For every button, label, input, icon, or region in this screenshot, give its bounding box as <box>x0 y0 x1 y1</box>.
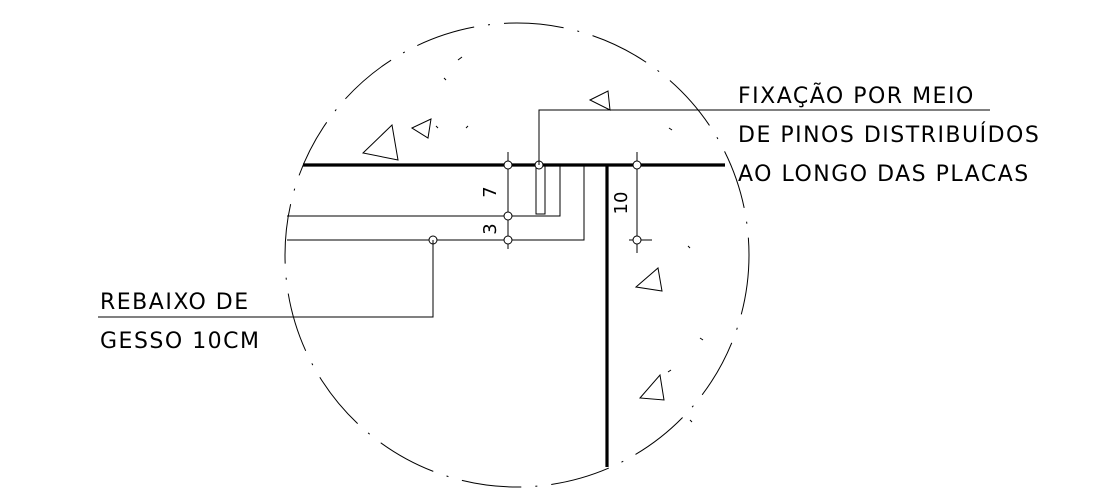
detail-circle <box>284 22 750 488</box>
rebaixo-label-line-1: REBAIXO DE <box>100 290 250 315</box>
concrete-hatch <box>361 56 704 423</box>
fixacao-label-line-1: FIXAÇÃO POR MEIO <box>738 82 975 109</box>
gesso-layers <box>287 165 585 241</box>
rebaixo-label-line-2: GESSO 10CM <box>100 329 261 354</box>
fixacao-label-line-2: DE PINOS DISTRIBUÍDOS <box>738 122 1040 148</box>
pin-markers <box>428 160 642 245</box>
dimension-3: 3 <box>480 223 501 234</box>
dimension-7: 7 <box>480 186 501 197</box>
dimension-10: 10 <box>611 192 632 215</box>
fixacao-label-line-3: AO LONGO DAS PLACAS <box>738 162 1030 187</box>
leader-lines <box>98 109 990 318</box>
